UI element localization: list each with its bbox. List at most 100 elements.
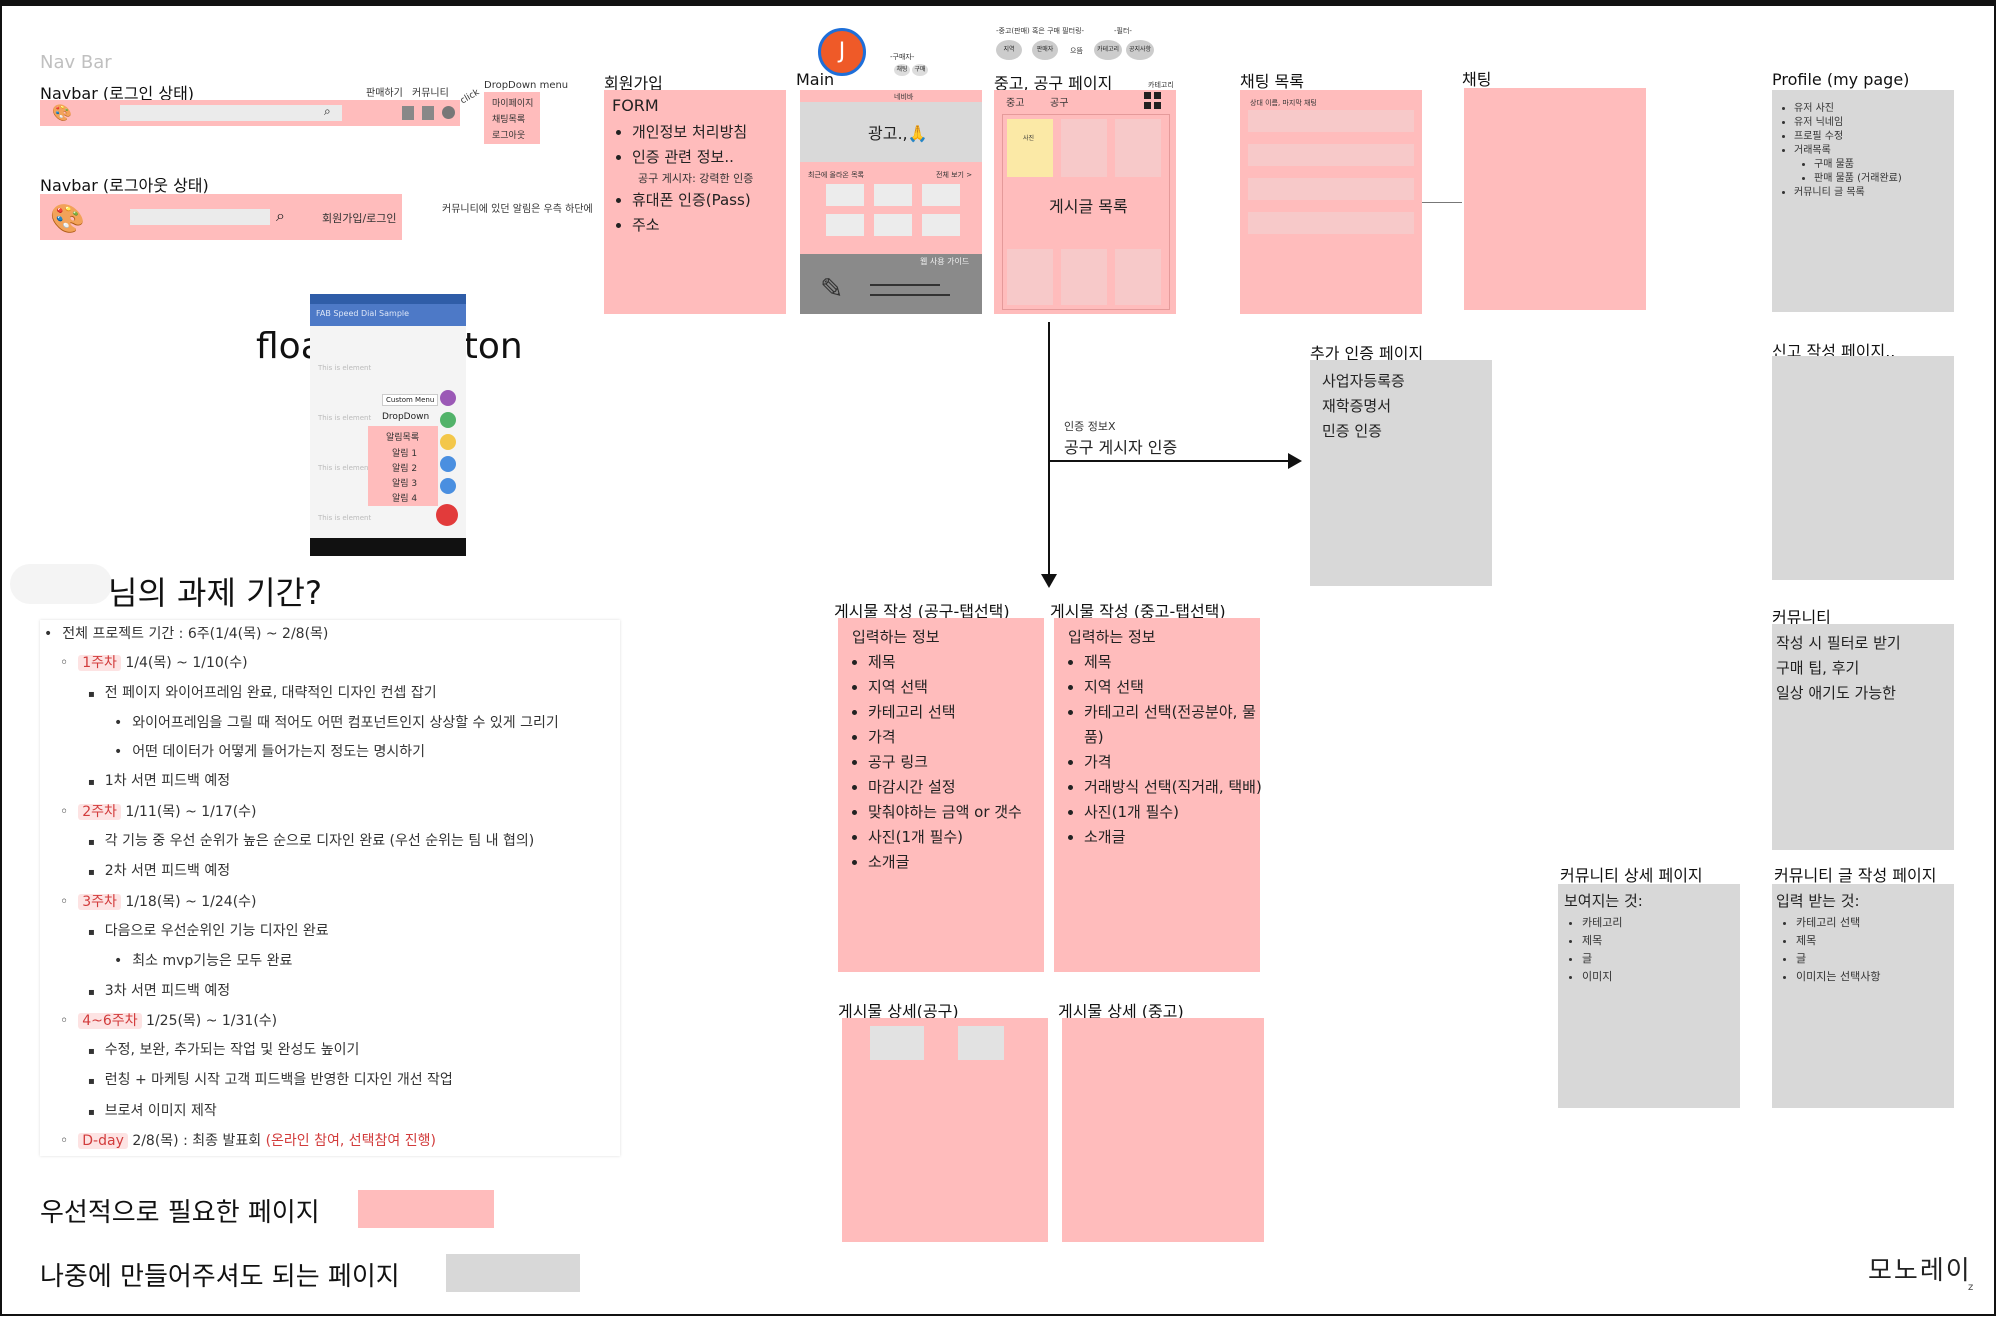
dropdown-item-logout[interactable]: 로그아웃	[492, 131, 526, 141]
post-detail-group-page	[842, 1018, 1048, 1242]
grid-view-icon[interactable]	[1144, 92, 1162, 110]
ad-banner[interactable]: 광고.,🙏	[800, 102, 982, 162]
legend-priority-label: 우선적으로 필요한 페이지	[40, 1198, 320, 1228]
bell-fab-icon[interactable]	[436, 504, 458, 526]
flow-arrow-down	[1048, 322, 1050, 580]
item-thumb[interactable]	[874, 184, 912, 206]
schedule-subtask: 와이어프레임을 그릴 때 적어도 어떤 컴포넌트인지 상상할 수 있게 그리기	[40, 709, 620, 738]
flow-arrow-down-head	[1041, 574, 1057, 588]
input-field-item: 제목	[868, 650, 1058, 675]
input-field-item: 카테고리 선택	[868, 700, 1058, 725]
alarm-dropdown: 알림목록 알림 1 알림 2 알림 3 알림 4	[368, 426, 438, 506]
user-avatar[interactable]: J	[818, 28, 866, 76]
main-top-chip[interactable]: 구매	[912, 64, 928, 76]
guide-banner[interactable]: 웹 사용 가이드 ✎	[800, 254, 982, 314]
item-thumb[interactable]	[826, 184, 864, 206]
post-list-label: 게시글 목록	[1049, 197, 1128, 216]
input-field-item: 카테고리 선택(전공분야, 물품)	[1084, 700, 1274, 750]
phone-nav-bar	[310, 538, 466, 556]
dropdown-menu-title: DropDown menu	[484, 80, 569, 91]
fab-mini-icon[interactable]	[440, 390, 456, 406]
navbar-community-label: 커뮤니티	[412, 88, 449, 99]
filter-chip-region[interactable]: 지역	[996, 40, 1022, 60]
custom-menu-chip[interactable]: Custom Menu	[382, 394, 439, 406]
alarm-item-4[interactable]: 알림 4	[392, 494, 418, 504]
filter-chip-category[interactable]: 카테고리	[1094, 40, 1122, 60]
sell-icon[interactable]	[402, 106, 414, 120]
dropdown-menu: 마이페이지 채팅목록 로그아웃	[484, 92, 540, 144]
community-line: 작성 시 필터로 받기	[1776, 634, 1901, 652]
search-icon[interactable]: ⌕	[324, 104, 331, 118]
navbar-search-bar-out[interactable]	[130, 209, 270, 225]
chip-label: 카테고리	[1096, 46, 1120, 53]
alarm-item-3[interactable]: 알림 3	[392, 479, 418, 489]
input-item: 글	[1796, 950, 1974, 968]
profile-sub-item: 판매 물품 (거래완료)	[1814, 172, 1974, 186]
post-card[interactable]	[1061, 119, 1107, 177]
community-detail-heading: 보여지는 것:	[1564, 892, 1643, 910]
post-write-used-list: 제목 지역 선택 카테고리 선택(전공분야, 물품) 가격 거래방식 선택(직거…	[1062, 650, 1274, 850]
post-card[interactable]	[1115, 119, 1161, 177]
navbar-logged-out-title: Navbar (로그아웃 상태)	[40, 176, 209, 195]
post-card[interactable]	[1115, 249, 1161, 305]
community-line: 구매 팁, 후기	[1776, 659, 1860, 677]
signup-form-list: 개인정보 처리방침 인증 관련 정보..	[610, 120, 808, 170]
chat-row[interactable]	[1248, 144, 1414, 166]
community-icon[interactable]	[422, 106, 434, 120]
fab-mini-icon[interactable]	[440, 456, 456, 472]
filter-chip-seller[interactable]: 판매자	[1032, 40, 1058, 60]
post-card[interactable]	[1007, 249, 1053, 305]
palette-logo-icon: 🎨	[50, 202, 85, 235]
schedule-task: 브로셔 이미지 제작	[40, 1097, 620, 1127]
navbar-search-bar[interactable]	[120, 105, 342, 121]
chat-title: 채팅	[1462, 70, 1492, 89]
phone-status-bar	[310, 294, 466, 304]
chat-row[interactable]	[1248, 212, 1414, 234]
item-thumb[interactable]	[922, 214, 960, 236]
legend-later-label: 나중에 만들어주셔도 되는 페이지	[40, 1262, 400, 1292]
dropdown-item-chatlist[interactable]: 채팅목록	[492, 115, 526, 125]
post-card[interactable]: 사진	[1007, 119, 1053, 177]
community-detail-list: 카테고리 제목 글 이미지	[1560, 914, 1760, 986]
schedule-task: 2차 서면 피드백 예정	[40, 857, 620, 887]
tab-used[interactable]: 중고	[1006, 98, 1025, 109]
fab-mini-icon[interactable]	[440, 412, 456, 428]
fab-mini-icon[interactable]	[440, 478, 456, 494]
brand-suffix: z	[1968, 1282, 1974, 1293]
item-thumb[interactable]	[874, 214, 912, 236]
dropdown-item-mypage[interactable]: 마이페이지	[492, 99, 534, 109]
post-card[interactable]	[1061, 249, 1107, 305]
item-thumb[interactable]	[922, 184, 960, 206]
alarm-item-2[interactable]: 알림 2	[392, 464, 418, 474]
week-1-row: 1주차 1/4(목) ~ 1/10(수)	[40, 649, 620, 678]
input-field-item: 가격	[1084, 750, 1274, 775]
post-write-group-title: 게시물 작성 (공구-탭선택)	[834, 602, 1010, 621]
profile-title: Profile (my page)	[1772, 70, 1910, 89]
input-field-item: 사진(1개 필수)	[1084, 800, 1274, 825]
auth-arrow-label: 공구 게시자 인증	[1064, 438, 1178, 457]
signup-login-link[interactable]: 회원가입/로그인	[322, 212, 397, 225]
chat-row[interactable]	[1248, 110, 1414, 132]
chip-label: 지역	[1003, 46, 1015, 53]
navbar-section-title: Nav Bar	[40, 52, 112, 73]
search-icon[interactable]: ⌕	[276, 206, 285, 225]
input-field-item: 제목	[1084, 650, 1274, 675]
main-top-chip[interactable]: 채팅	[894, 64, 910, 76]
view-all-link[interactable]: 전체 보기 >	[936, 171, 973, 179]
phone-app-title: FAB Speed Dial Sample	[316, 309, 410, 318]
item-thumb[interactable]	[826, 214, 864, 236]
market-title: 중고, 공구 페이지	[994, 74, 1113, 93]
community-write-title: 커뮤니티 글 작성 페이지	[1774, 866, 1937, 885]
profile-item: 유저 사진	[1794, 102, 1974, 116]
filter-chip-best[interactable]: 으뜸	[1070, 47, 1083, 55]
guide-line	[870, 294, 950, 296]
chat-row[interactable]	[1248, 178, 1414, 200]
filter-chip-notice[interactable]: 공지사항	[1126, 40, 1154, 60]
profile-icon[interactable]	[442, 106, 455, 119]
alarm-item-1[interactable]: 알림 1	[392, 449, 418, 459]
post-write-group-page: 입력하는 정보 제목 지역 선택 카테고리 선택 가격 공구 링크 마감시간 설…	[838, 618, 1044, 972]
detail-image	[870, 1026, 924, 1060]
tab-group[interactable]: 공구	[1050, 98, 1069, 109]
fab-mini-icon[interactable]	[440, 434, 456, 450]
